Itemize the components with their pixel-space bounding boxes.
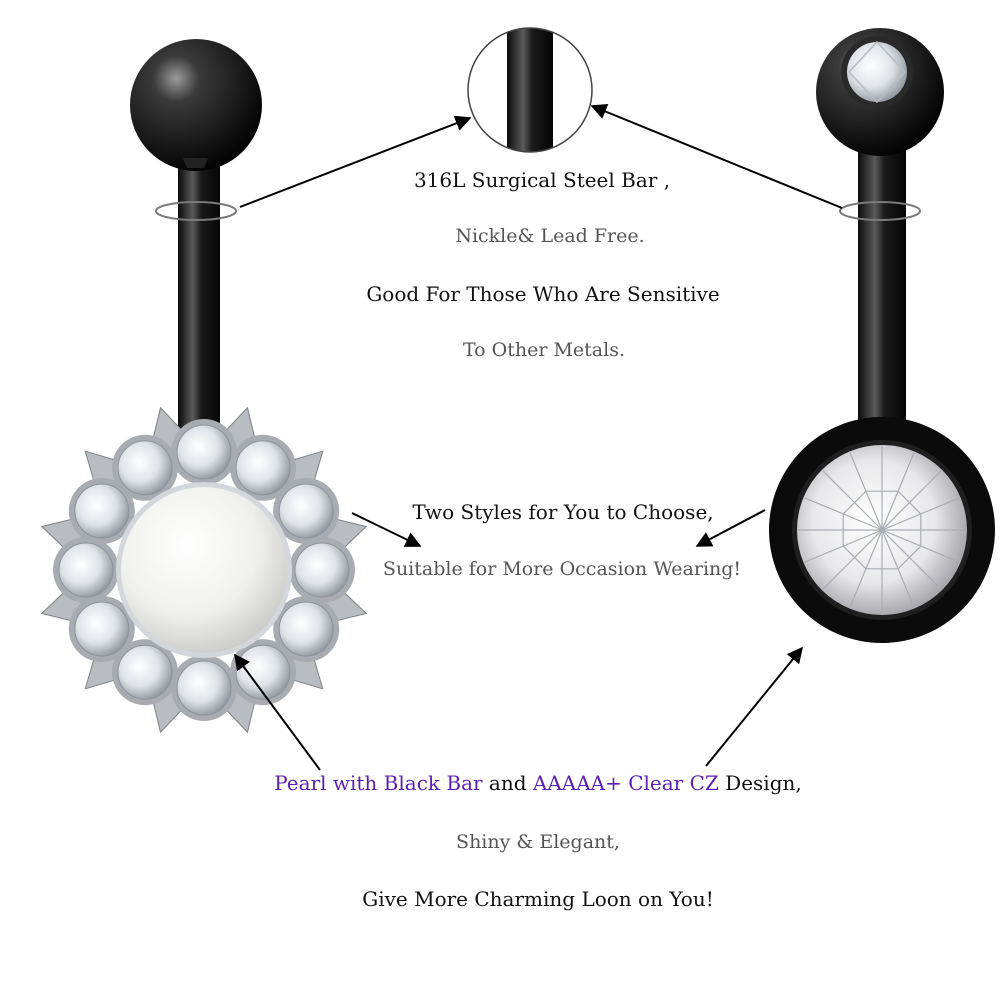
cz-stone [74,601,130,657]
flower-setting [40,406,368,734]
gem-facet [822,529,883,590]
pointer-arrows [234,104,843,771]
pearl-flower-belly-ring-icon [40,39,368,734]
two-styles-text: Two Styles for You to Choose, [412,500,714,524]
sensitive-text: Good For Those Who Are Sensitive [366,282,720,306]
gem-facet [881,470,942,531]
gem-table [842,490,922,570]
nickel-free-text: Nickle& Lead Free. [455,225,645,247]
cz-stone [74,483,130,539]
cz-stone [58,542,114,598]
cz-stone [235,644,291,700]
pearl-style-label: Pearl with Black Bar [274,771,483,795]
pearl [121,487,287,653]
cz-stone [117,644,173,700]
cz-stone [176,660,232,716]
bar-material-text: 316L Surgical Steel Bar , [413,168,671,192]
design-line: Pearl with Black Bar and AAAAA+ Clear CZ… [38,773,1000,793]
charming-text: Give More Charming Loon on You! [362,887,714,911]
black-crystal-belly-ring-icon [769,28,995,643]
cz-stone [294,542,350,598]
and-text: and [482,771,533,795]
shiny-text: Shiny & Elegant, [456,831,620,853]
cz-stone [176,424,232,480]
cz-stone [235,440,291,496]
occasion-text: Suitable for More Occasion Wearing! [382,558,742,580]
cz-style-label: AAAAA+ Clear CZ [532,771,719,795]
gem-facet [881,529,942,590]
design-text: Design, [718,771,802,795]
cz-stone [278,601,334,657]
other-metals-text: To Other Metals. [462,339,626,361]
bar-closeup-icon [467,27,593,153]
cz-stone [117,440,173,496]
cz-stone [278,483,334,539]
gem-facet [822,470,883,531]
